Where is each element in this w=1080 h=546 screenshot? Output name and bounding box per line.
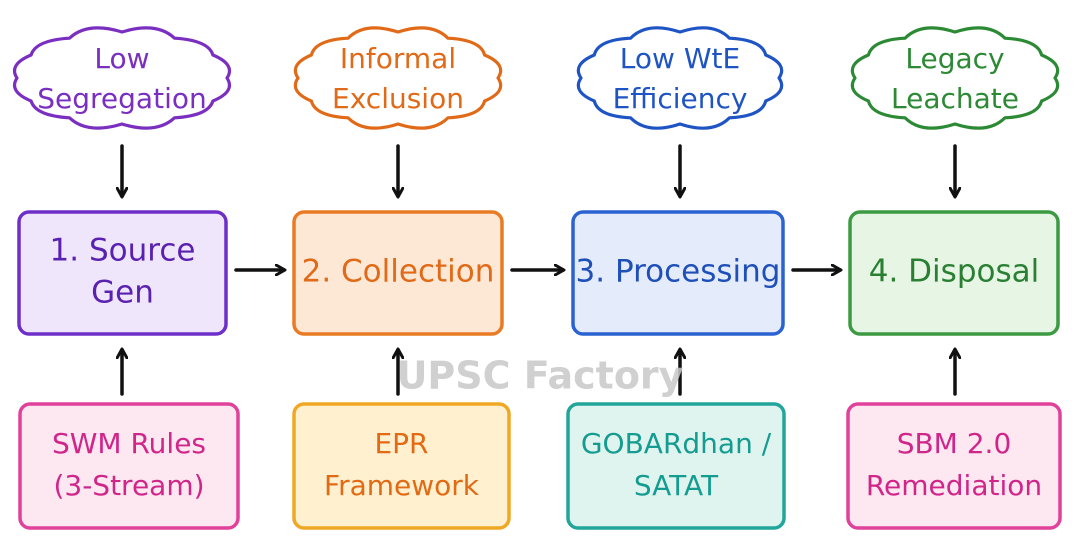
stage-box: 2. Collection — [292, 210, 504, 336]
stage-label: 4. Disposal — [869, 254, 1039, 290]
policy-box: GOBARdhan / SATAT — [566, 402, 786, 530]
policy-label: SWM Rules — [52, 427, 206, 460]
watermark: UPSC Factory — [397, 354, 684, 398]
policy-box-outline — [846, 402, 1062, 530]
challenge-label: Informal — [340, 42, 456, 75]
stage-label: Gen — [91, 275, 154, 311]
challenge-label: Low — [94, 42, 149, 75]
stage-box-outline — [17, 210, 228, 336]
policy-label: (3-Stream) — [53, 469, 204, 502]
policy-box-outline — [292, 402, 511, 530]
policy-label: SATAT — [634, 469, 719, 502]
policy-label: Framework — [324, 469, 480, 502]
challenge-label: Legacy — [905, 42, 1004, 75]
cloud-outline — [850, 26, 1060, 130]
policy-label: SBM 2.0 — [897, 427, 1012, 460]
stage-box-outline — [292, 210, 504, 336]
cloud-outline — [293, 26, 503, 130]
stage-label: 1. Source — [50, 233, 196, 269]
cloud-outline — [12, 26, 232, 130]
policy-box: EPR Framework — [292, 402, 511, 530]
challenge-label: Exclusion — [332, 82, 464, 115]
policy-label: EPR — [374, 427, 428, 460]
challenge-label: Efficiency — [613, 82, 748, 115]
stage-box: 3. Processing — [571, 210, 785, 336]
policy-box-outline — [18, 402, 240, 530]
cloud-outline — [576, 26, 784, 130]
policy-box-outline — [566, 402, 786, 530]
stage-box: 4. Disposal — [848, 210, 1060, 336]
challenge-label: Segregation — [37, 82, 206, 115]
stage-label: 2. Collection — [302, 254, 495, 290]
challenge-cloud: Low WtE Efficiency — [576, 26, 784, 130]
challenge-label: Low WtE — [620, 42, 740, 75]
stage-box-outline — [848, 210, 1060, 336]
policy-label: Remediation — [866, 469, 1042, 502]
stage-box-outline — [571, 210, 785, 336]
policy-label: GOBARdhan / — [581, 427, 772, 460]
challenge-label: Leachate — [891, 82, 1019, 115]
policy-box: SWM Rules (3-Stream) — [18, 402, 240, 530]
stage-label: 3. Processing — [576, 254, 781, 290]
